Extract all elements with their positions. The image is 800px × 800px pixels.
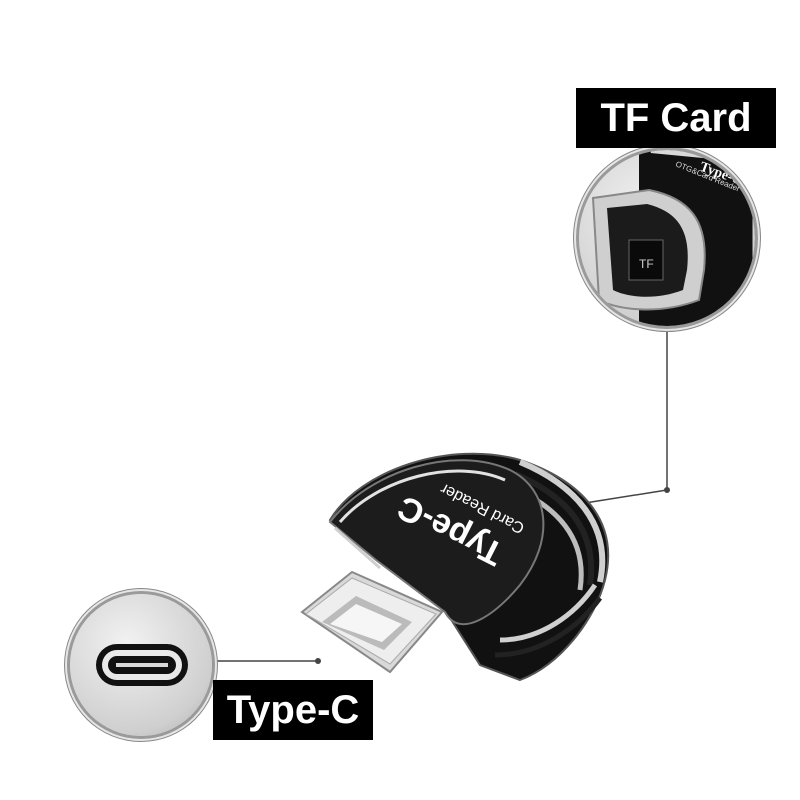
typec-callout-line <box>212 658 321 664</box>
tf-card-label: TF Card <box>576 88 776 148</box>
tf-slot-magnifier: TF Type-C OTG&Card Reader <box>579 150 755 326</box>
typec-port-magnifier <box>70 594 212 736</box>
usb-c-connector-icon <box>300 570 444 674</box>
usb-c-port-icon <box>96 644 188 686</box>
tf-slot-mark: TF <box>639 257 654 271</box>
tf-card-slot-icon: TF Type-C OTG&Card Reader <box>591 150 755 326</box>
tf-callout-line <box>584 326 670 504</box>
card-reader-body <box>328 452 610 682</box>
type-c-label: Type-C <box>213 680 373 740</box>
